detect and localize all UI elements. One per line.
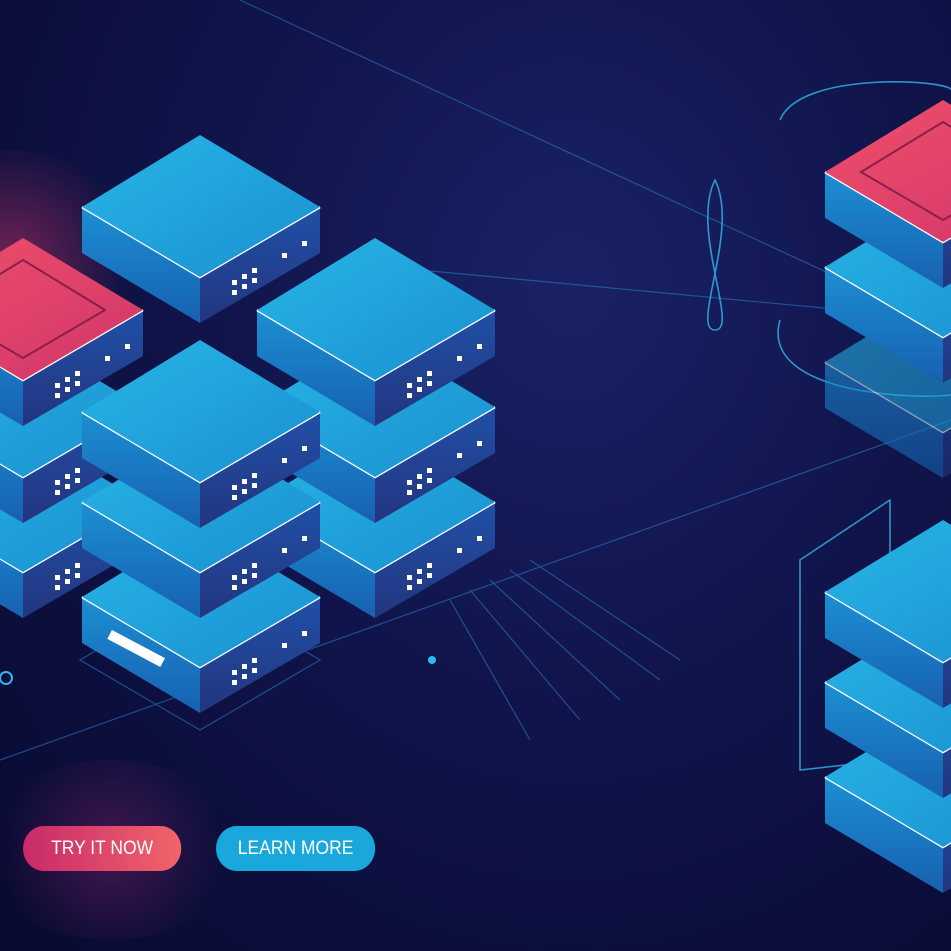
try-it-now-button[interactable]: TRY IT NOW	[23, 826, 182, 871]
learn-more-button[interactable]: LEARN MORE	[216, 826, 376, 871]
circuit-lines	[0, 0, 951, 761]
